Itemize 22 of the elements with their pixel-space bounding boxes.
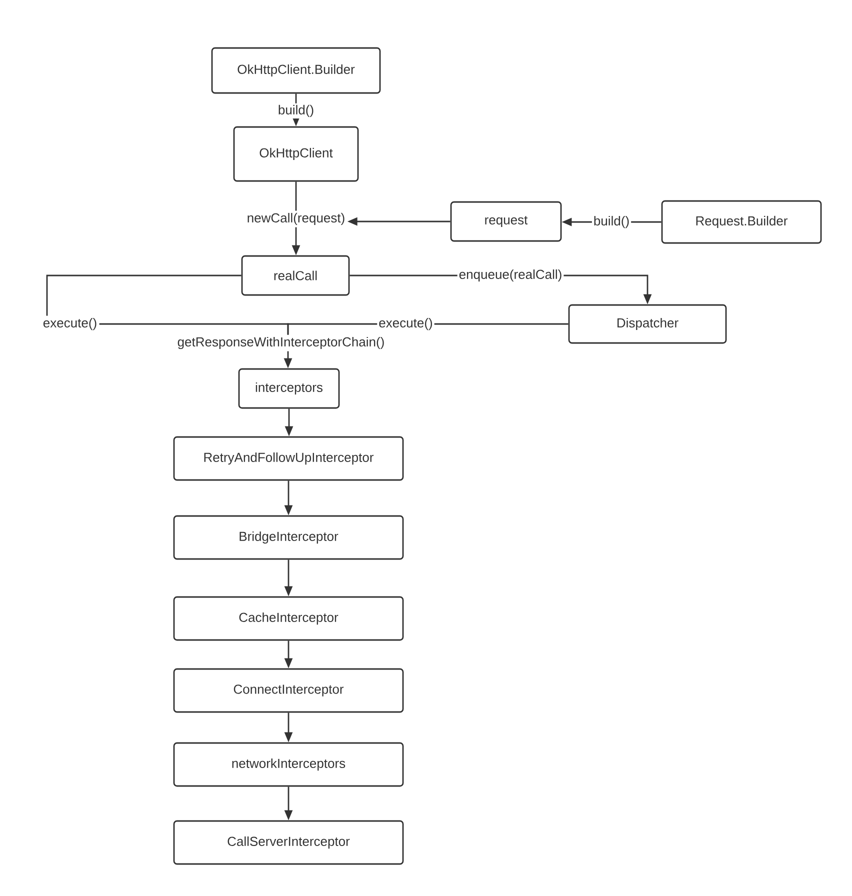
- process-box: networkInterceptors: [173, 742, 404, 787]
- process-box: BridgeInterceptor: [173, 515, 404, 560]
- method-label: getResponseWithInterceptorChain(): [175, 334, 387, 352]
- edge-label: build(): [592, 214, 632, 230]
- process-box: realCall: [241, 255, 350, 296]
- edge-label: build(): [276, 103, 316, 119]
- process-box: ConnectInterceptor: [173, 668, 404, 713]
- method-label: execute(): [40, 316, 100, 332]
- method-label: newCall(request): [244, 210, 348, 228]
- connector-line: [46, 274, 242, 316]
- edge-label: execute(): [377, 316, 434, 332]
- process-box: request: [450, 201, 562, 242]
- connector-line: [295, 182, 297, 211]
- process-box: Dispatcher: [568, 304, 727, 344]
- process-box: RetryAndFollowUpInterceptor: [173, 436, 404, 481]
- edge-label: enqueue(realCall): [457, 268, 564, 284]
- process-box: CacheInterceptor: [173, 596, 404, 641]
- process-box: OkHttpClient: [233, 126, 359, 182]
- process-box: OkHttpClient.Builder: [211, 47, 381, 94]
- process-box: CallServerInterceptor: [173, 820, 404, 865]
- process-box: interceptors: [238, 368, 340, 409]
- process-box: Request.Builder: [661, 200, 822, 244]
